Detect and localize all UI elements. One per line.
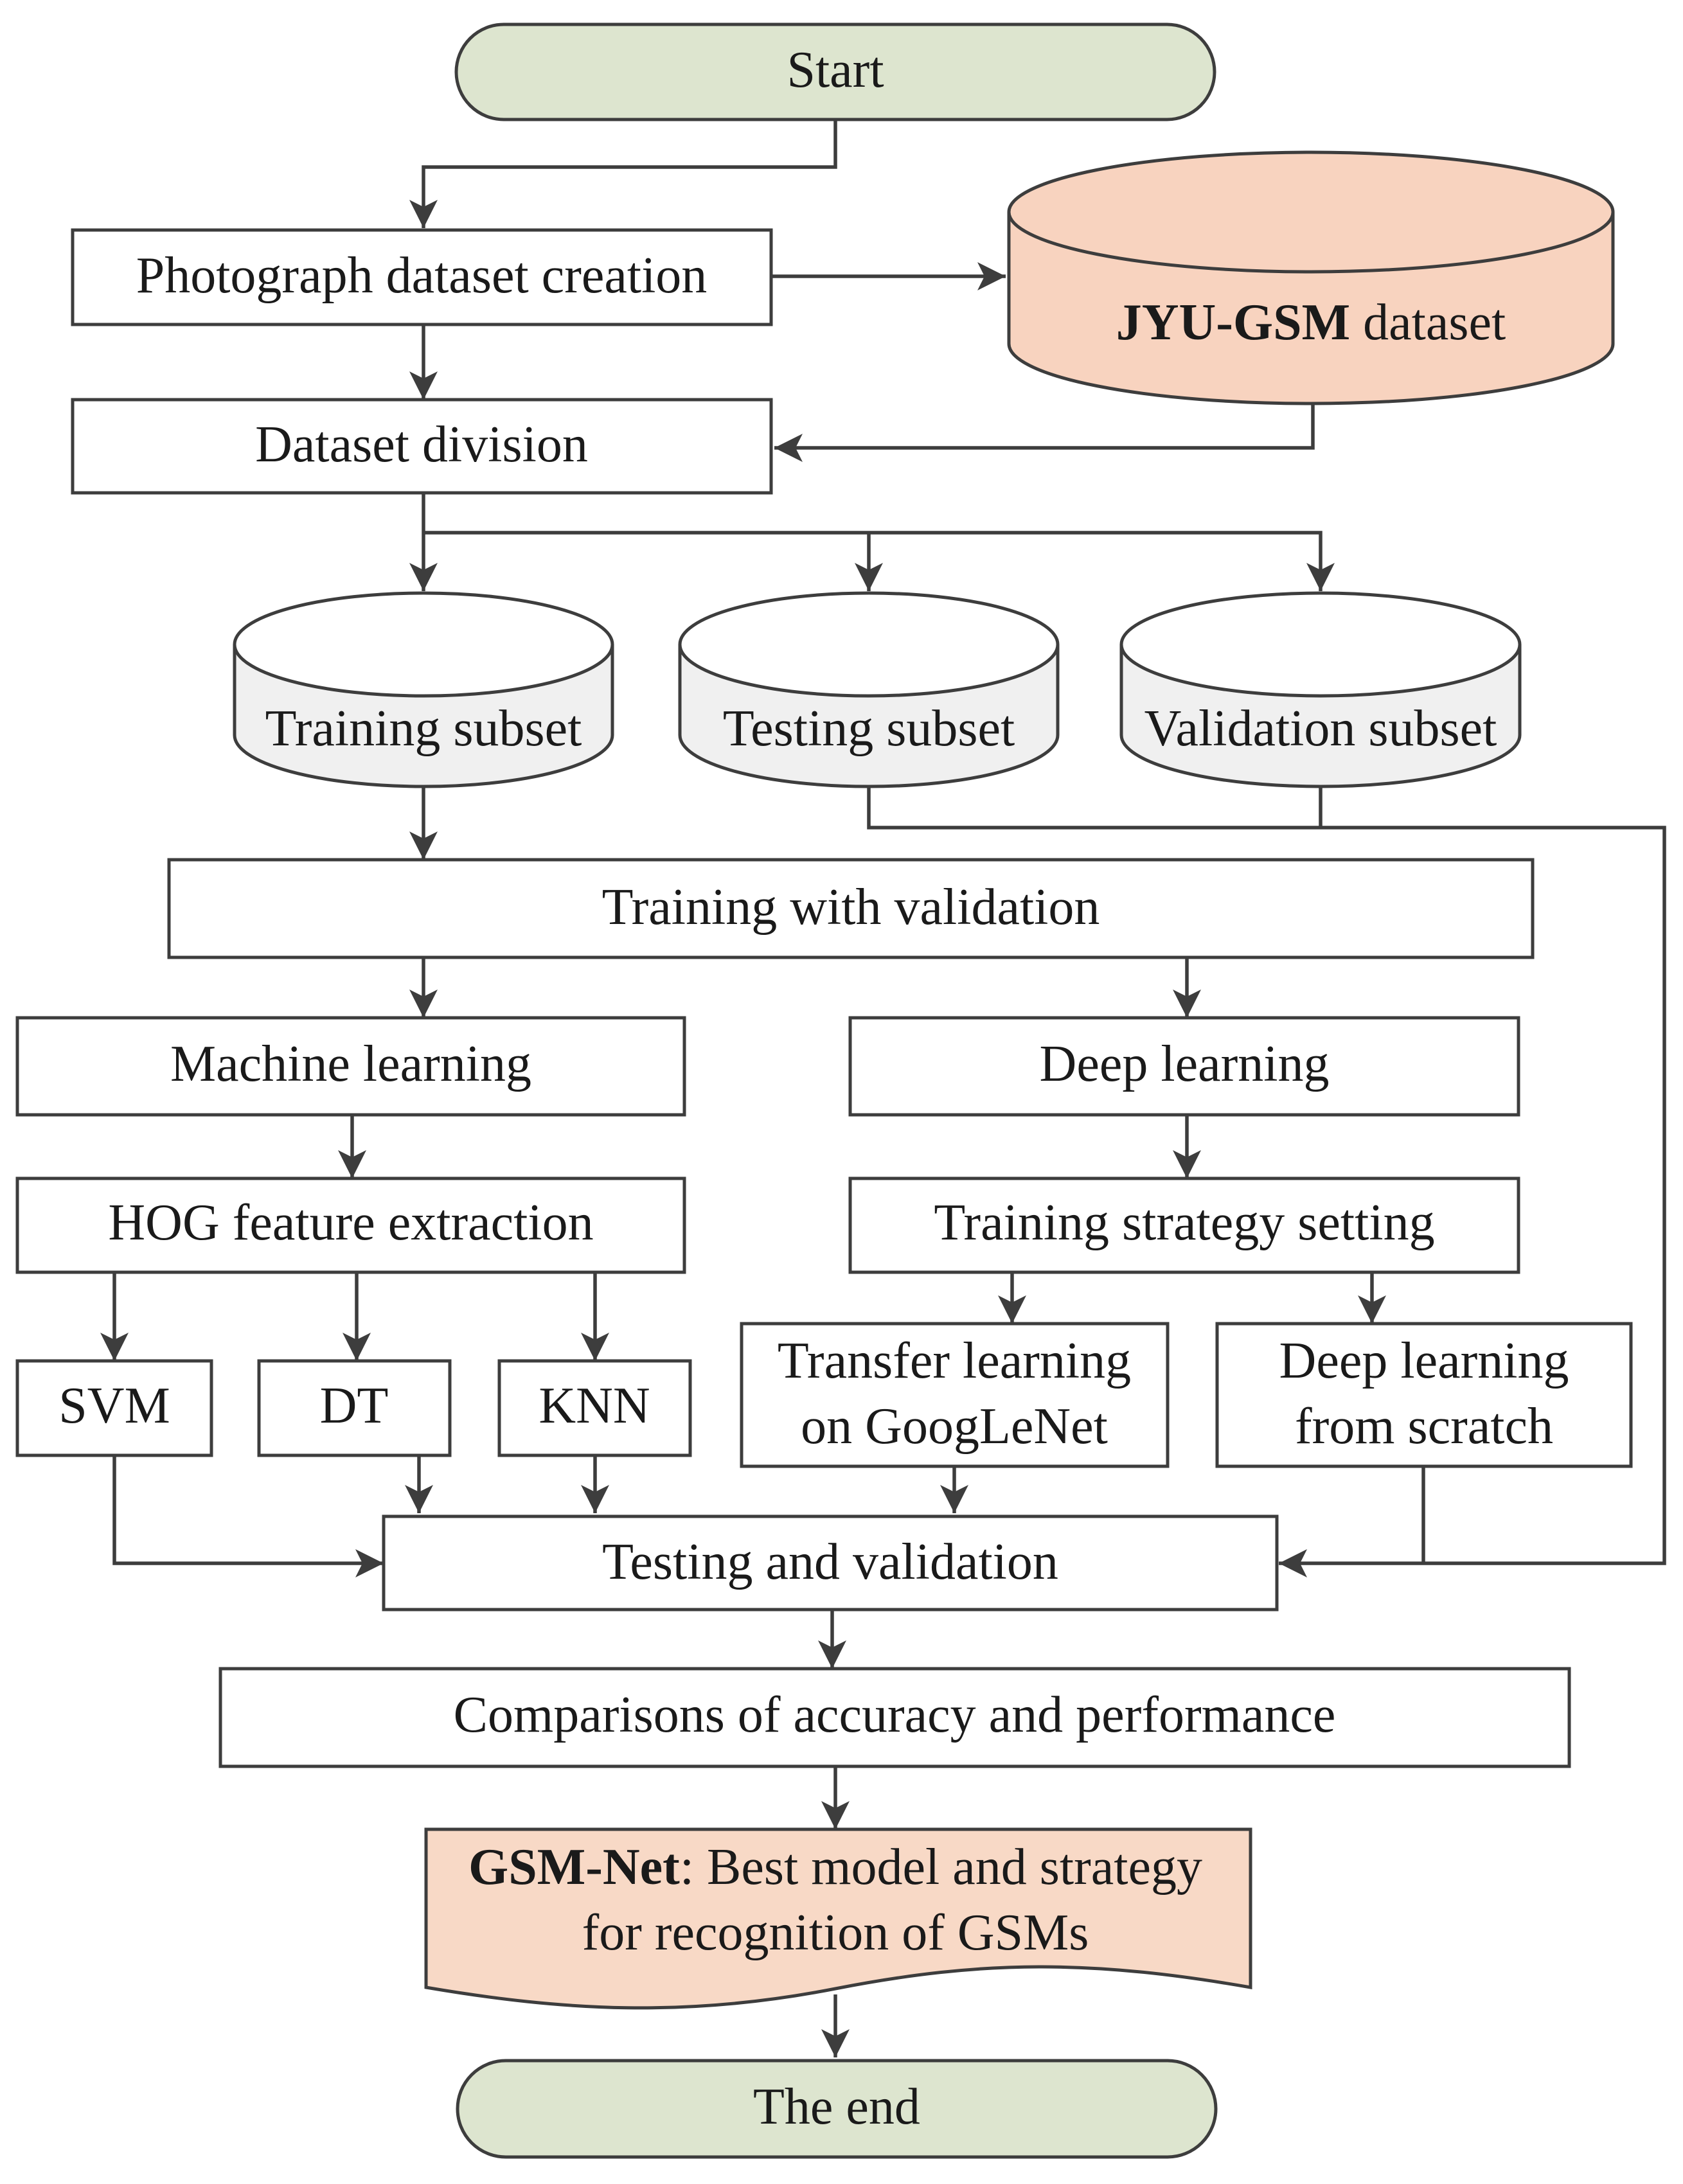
training-subset-label: Training subset [265, 700, 582, 757]
testing-validation-box: Testing and validation [382, 1514, 1279, 1611]
dt-label: DT [320, 1378, 389, 1434]
connectors [100, 120, 1666, 2057]
deep-learning-label: Deep learning [1040, 1036, 1330, 1092]
comparisons-box: Comparisons of accuracy and performance [218, 1667, 1571, 1768]
start-terminal: Start [454, 22, 1216, 121]
jyu-gsm-dataset-db: JYU-GSM dataset [1007, 150, 1615, 405]
edge-start-to-photo [409, 120, 837, 228]
gsm-net-document: GSM-Net: Best model and strategy for rec… [424, 1827, 1252, 2010]
hog-box: HOG feature extraction [15, 1176, 686, 1274]
end-label: The end [753, 2079, 920, 2135]
end-terminal: The end [456, 2059, 1218, 2159]
training-subset-db: Training subset [233, 591, 614, 788]
transfer-learning-box: Transfer learning on GoogLeNet [740, 1322, 1170, 1468]
dataset-division-label: Dataset division [255, 416, 588, 473]
testing-subset-db: Testing subset [678, 591, 1060, 788]
photo-creation-label: Photograph dataset creation [136, 247, 708, 304]
dataset-division-box: Dataset division [71, 398, 773, 495]
gsm-net-line1: GSM-Net: Best model and strategy [468, 1839, 1202, 1895]
dataset-label-bold: JYU-GSM [1116, 294, 1350, 351]
dt-box: DT [257, 1359, 452, 1457]
machine-learning-label: Machine learning [170, 1036, 531, 1092]
scratch-label-line1: Deep learning [1279, 1333, 1569, 1389]
scratch-label-line2: from scratch [1295, 1398, 1553, 1455]
hog-label: HOG feature extraction [108, 1194, 593, 1251]
edge-testing-validation-subsets-to-tv [867, 785, 1666, 1577]
gsm-net-line2: for recognition of GSMs [582, 1904, 1089, 1961]
transfer-label-line1: Transfer learning [778, 1333, 1131, 1389]
edge-division-to-testing-subset [423, 531, 1335, 591]
svm-box: SVM [15, 1359, 213, 1457]
deep-learning-box: Deep learning [848, 1016, 1520, 1117]
gsm-net-bold: GSM-Net [468, 1839, 680, 1895]
validation-subset-db: Validation subset [1119, 591, 1522, 788]
gsm-net-line1-rest: : Best model and strategy [680, 1839, 1202, 1895]
edge-dataset-to-division [774, 404, 1315, 462]
testing-subset-label: Testing subset [723, 700, 1015, 757]
dataset-label: JYU-GSM dataset [1116, 294, 1506, 351]
training-strategy-box: Training strategy setting [848, 1176, 1520, 1274]
comparisons-label: Comparisons of accuracy and performance [454, 1687, 1336, 1743]
training-with-validation-box: Training with validation [167, 858, 1535, 959]
testing-validation-label: Testing and validation [602, 1534, 1058, 1590]
photo-creation-box: Photograph dataset creation [71, 228, 773, 326]
machine-learning-box: Machine learning [15, 1016, 686, 1117]
scratch-box: Deep learning from scratch [1215, 1322, 1633, 1468]
knn-box: KNN [497, 1359, 692, 1457]
edge-svm-to-tv [112, 1455, 384, 1577]
training-strategy-label: Training strategy setting [934, 1194, 1434, 1251]
validation-subset-label: Validation subset [1144, 700, 1497, 757]
training-with-validation-label: Training with validation [602, 879, 1100, 936]
start-label: Start [787, 42, 884, 98]
dataset-label-rest: dataset [1350, 294, 1506, 351]
knn-label: KNN [539, 1378, 650, 1434]
transfer-label-line2: on GoogLeNet [801, 1398, 1108, 1455]
svm-label: SVM [58, 1378, 170, 1434]
